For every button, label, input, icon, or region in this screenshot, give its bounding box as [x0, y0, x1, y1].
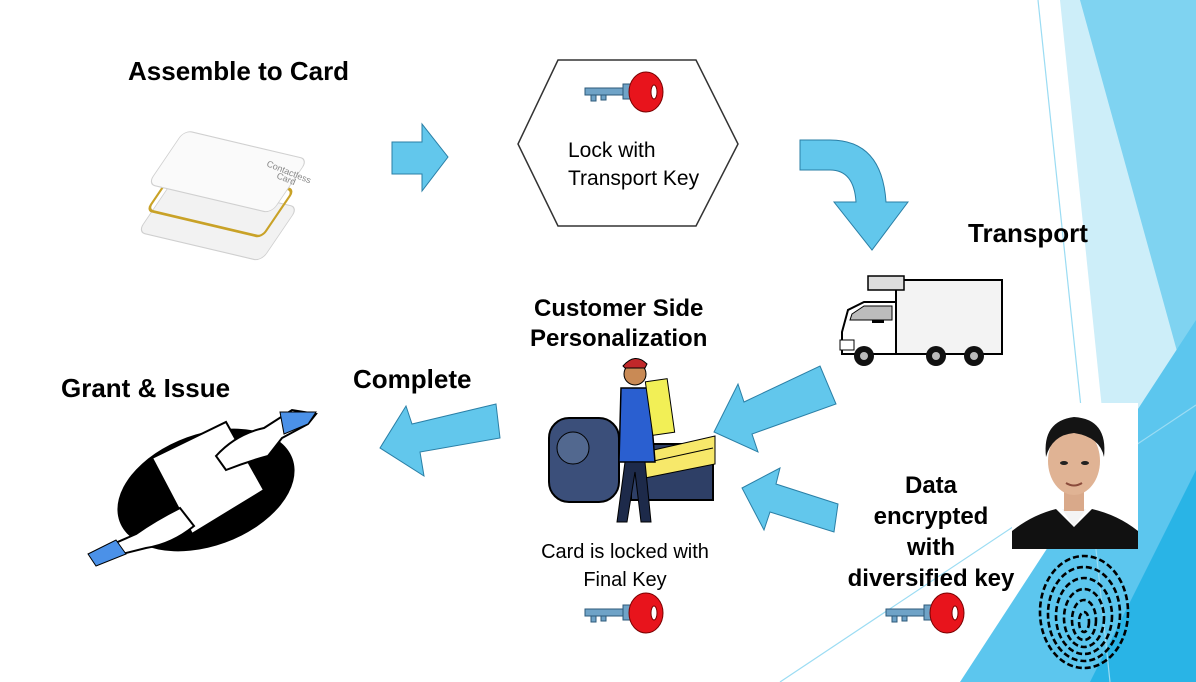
arrow-left-complete — [379, 403, 501, 478]
arrow-curve-down — [799, 139, 909, 251]
locked-label: Card is locked with Final Key — [520, 538, 730, 594]
lock-label: Lock with Transport Key — [540, 137, 748, 193]
lock-label-line1: Lock with — [568, 139, 656, 162]
data-label-line2: encrypted — [873, 503, 989, 530]
red-key-icon — [885, 592, 965, 634]
data-label-line1: Data — [904, 472, 958, 499]
fingerprint-icon — [1038, 554, 1130, 670]
red-key-icon — [584, 592, 664, 634]
locked-label-line1: Card is locked with — [541, 541, 709, 563]
complete-label: Complete — [353, 364, 472, 394]
lock-label-line2: Transport Key — [568, 167, 700, 190]
customer-label-line2: Personalization — [530, 325, 708, 352]
data-label-line4: diversified key — [847, 565, 1015, 592]
worker-press-icon — [548, 358, 716, 523]
locked-label-line2: Final Key — [583, 569, 667, 591]
truck-icon — [839, 275, 1003, 366]
assemble-label: Assemble to Card — [128, 56, 350, 86]
lock-hexagon — [517, 59, 739, 227]
customer-label: Customer Side Personalization — [530, 294, 707, 354]
handover-icon — [87, 408, 318, 567]
customer-label-line1: Customer Side — [534, 295, 704, 322]
arrow-data-to-press — [741, 467, 839, 533]
contactless-card-icon: Contactless Card — [140, 131, 313, 261]
portrait-photo — [1012, 403, 1138, 549]
arrow-truck-to-press — [713, 365, 837, 453]
data-encrypted-label: Data encrypted with diversified key — [840, 470, 1022, 594]
data-label-line3: with — [907, 534, 955, 561]
transport-label: Transport — [968, 218, 1088, 248]
arrow-right-1 — [391, 122, 449, 193]
grant-issue-label: Grant & Issue — [61, 373, 231, 403]
red-key-icon — [584, 71, 664, 113]
